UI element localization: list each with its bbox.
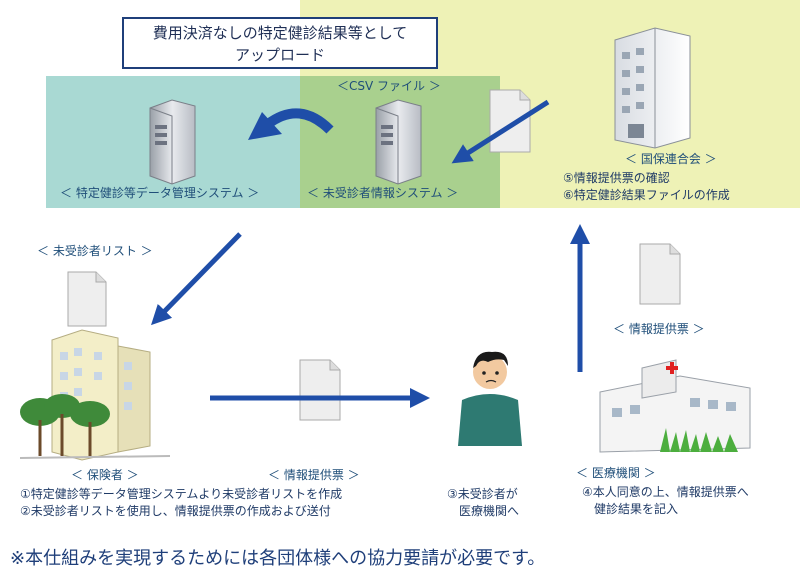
- step-2-text: ②未受診者リストを使用し、情報提供票の作成および送付: [20, 504, 331, 518]
- server-icon-tokutei: [149, 99, 196, 185]
- hospital-building-icon: [599, 359, 751, 453]
- step-3-text-line1: ③未受診者が: [447, 487, 518, 501]
- kokuho-label: ＜ 国保連合会 ＞: [625, 152, 717, 166]
- document-icon-info-sheet-right: [639, 243, 681, 305]
- hokensha-building-icon: [19, 329, 171, 461]
- arrow-mijushin-to-tokutei: [248, 108, 334, 140]
- step-1-text: ①特定健診等データ管理システムより未受診者リストを作成: [20, 487, 343, 501]
- kokuho-building-icon: [614, 27, 691, 149]
- arrow-kokuho-to-mijushin: [451, 99, 550, 164]
- document-icon-mijushin-list: [67, 271, 107, 327]
- hokensha-label: ＜ 保険者 ＞: [71, 468, 139, 482]
- step-5-text: ⑤情報提供票の確認: [563, 171, 670, 185]
- patient-person-icon: [458, 351, 522, 446]
- mijushin-system-label: ＜ 未受診者情報システム ＞: [307, 186, 459, 200]
- tokutei-system-label: ＜ 特定健診等データ管理システム ＞: [60, 186, 260, 200]
- upload-title-line2: アップロード: [234, 46, 325, 64]
- upload-title-line1: 費用決済なしの特定健診結果等として: [152, 24, 408, 42]
- server-icon-mijushin: [375, 99, 422, 185]
- info-sheet-label-bottom: ＜ 情報提供票 ＞: [268, 468, 360, 482]
- info-sheet-label-right: ＜ 情報提供票 ＞: [613, 322, 705, 336]
- csv-file-label: ＜CSV ファイル ＞: [337, 79, 441, 93]
- hospital-label: ＜ 医療機関 ＞: [576, 466, 656, 480]
- document-icon-csv: [489, 89, 531, 153]
- document-icon-info-sheet-bottom: [299, 359, 341, 421]
- step-4-text-line1: ④本人同意の上、情報提供票へ: [582, 485, 749, 499]
- step-4-text-line2: 健診結果を記入: [582, 502, 679, 516]
- upload-title-box: 費用決済なしの特定健診結果等として アップロード: [122, 17, 438, 69]
- step-6-text: ⑥特定健診結果ファイルの作成: [563, 188, 730, 202]
- mijushin-list-label: ＜ 未受診者リスト ＞: [37, 244, 153, 258]
- arrow-tokutei-to-hokensha: [151, 232, 242, 326]
- footnote: ※本仕組みを実現するためには各団体様への協力要請が必要です。: [10, 548, 546, 569]
- step-3-text-line2: 医療機関へ: [447, 504, 520, 518]
